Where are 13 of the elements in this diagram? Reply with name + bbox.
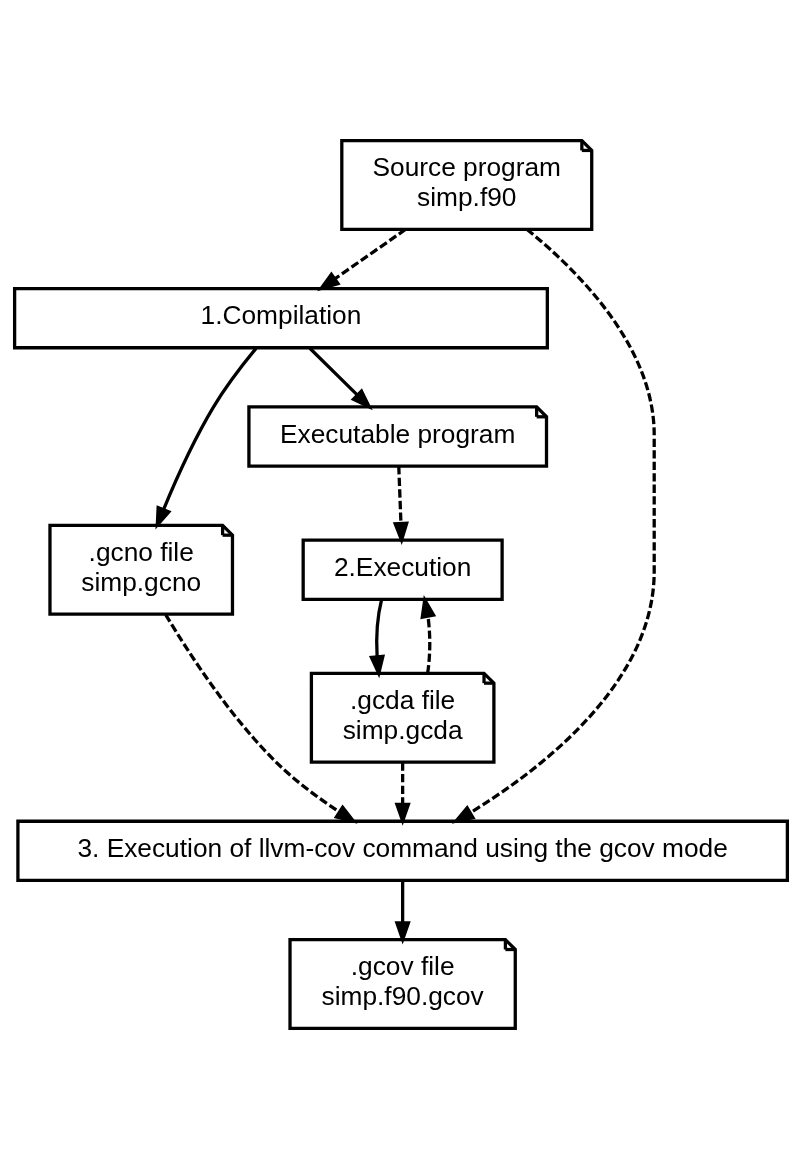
- arrow: [451, 228, 656, 824]
- arrow: [164, 613, 358, 824]
- node-box: 1.Compilation: [12, 286, 549, 350]
- node-box: 2.Execution: [301, 538, 504, 601]
- arrow: [317, 228, 407, 292]
- arrow: [392, 466, 409, 545]
- arrow: [394, 762, 411, 826]
- arrow: [394, 880, 411, 945]
- arrow: [308, 347, 373, 411]
- node-box: 3. Execution of llvm-cov command using the gcov mode: [16, 819, 790, 883]
- arrow: [155, 347, 258, 530]
- arrow: [368, 599, 386, 679]
- arrow: [420, 595, 437, 674]
